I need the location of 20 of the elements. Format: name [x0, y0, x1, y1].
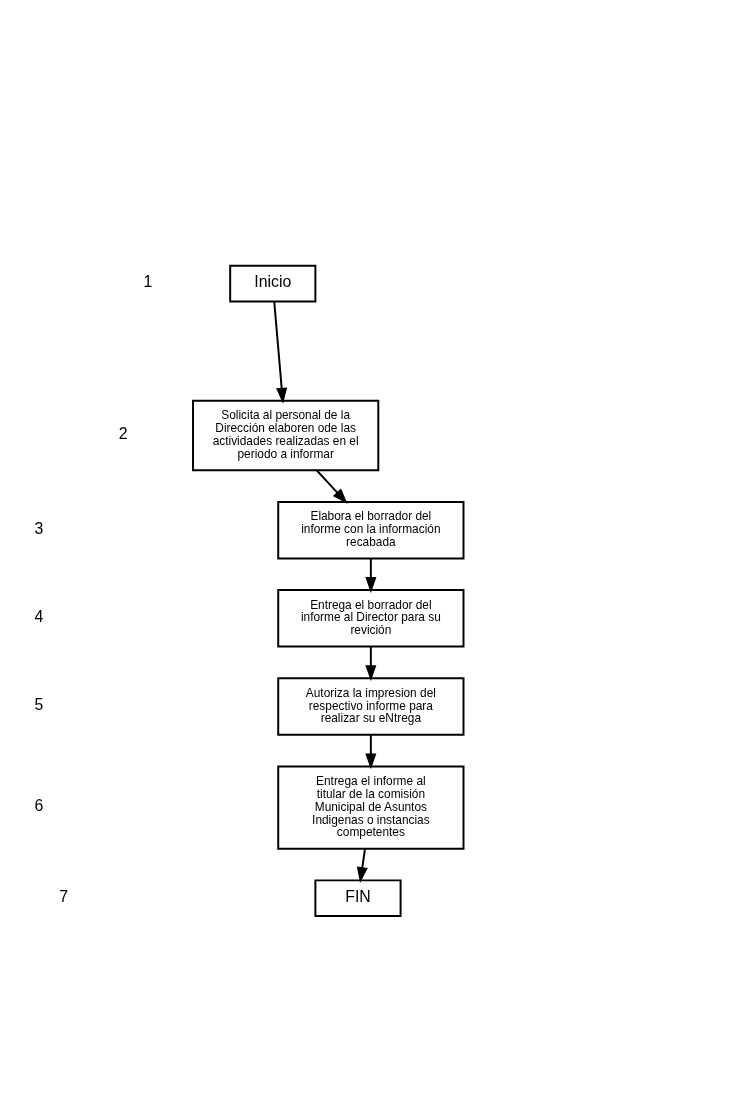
node-box: Solicita al personal de la Dirección elaboren ode las actividades realizadas en el periodo a informar [192, 399, 380, 471]
node-box: FIN [314, 878, 402, 917]
label: 6 [34, 796, 44, 814]
arrow [273, 299, 288, 404]
node-box: Elabora el borrador del informe con la información recabada [277, 500, 465, 559]
node-box: Inicio [229, 264, 317, 302]
label: 2 [118, 424, 128, 442]
arrow [315, 468, 348, 504]
label: 5 [34, 695, 44, 713]
label: 3 [34, 519, 44, 537]
node-box: Entrega el informe al titular de la comisión Municipal de Asuntos Indigenas o instancias competentes [277, 764, 465, 850]
arrow [356, 847, 368, 883]
label: 7 [59, 887, 69, 905]
label: 4 [34, 607, 44, 625]
node-box: Entrega el borrador del informe al Director para su revición [277, 588, 465, 648]
node-box: Autoriza la impresion del respectivo informe para realizar su eNtrega [277, 676, 465, 736]
arrow [365, 733, 377, 769]
arrow [365, 645, 377, 681]
label: 1 [143, 272, 153, 290]
arrow [365, 556, 377, 593]
